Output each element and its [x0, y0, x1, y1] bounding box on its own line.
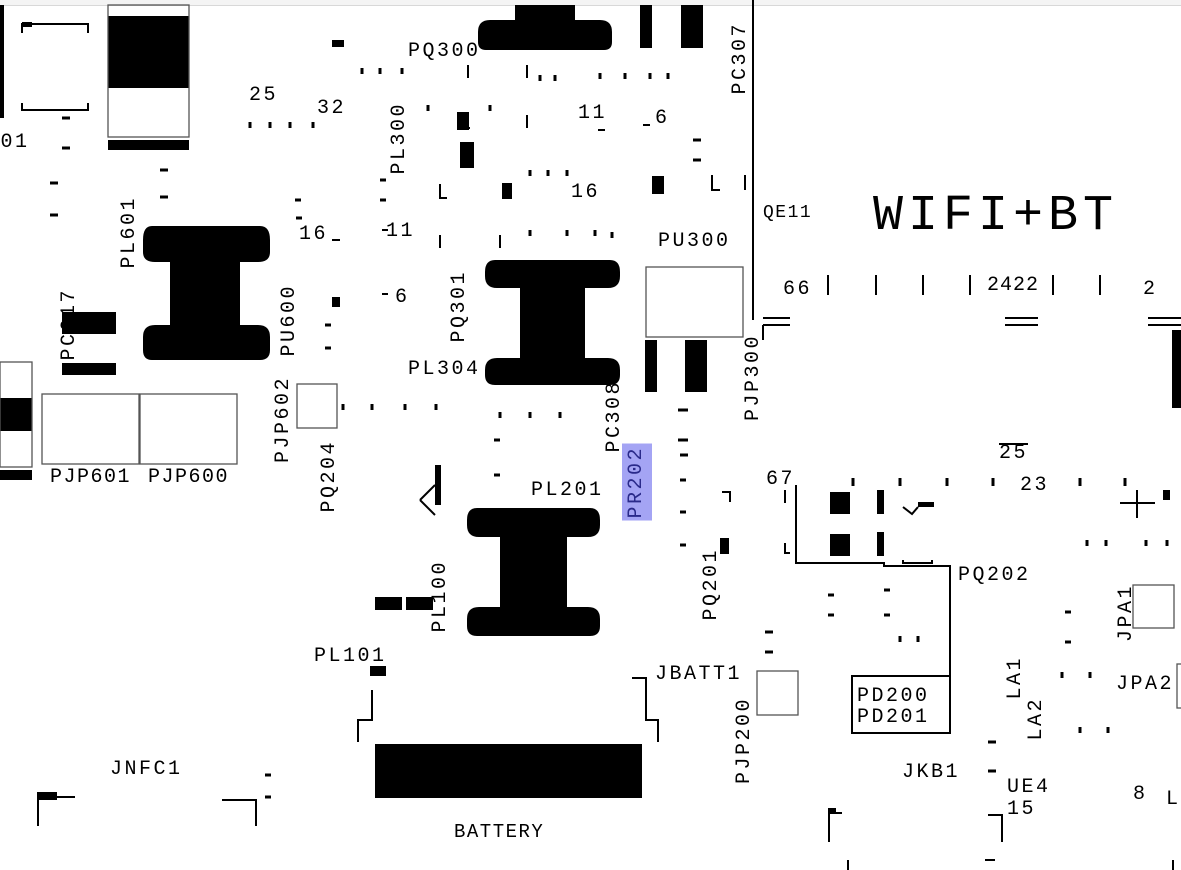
pin-label: 25	[249, 84, 279, 107]
pin-label: 15	[1007, 798, 1037, 821]
pin-label: 11	[578, 102, 608, 125]
label-pl300[interactable]: PL300	[388, 102, 411, 175]
label-pl201[interactable]: PL201	[531, 479, 604, 502]
pin-label: 16	[299, 223, 329, 246]
pl601-inductor	[143, 226, 270, 360]
label-pjp602[interactable]: PJP602	[272, 376, 295, 464]
pin-label: 6	[395, 286, 410, 309]
label-pjp600[interactable]: PJP600	[148, 466, 230, 489]
pin-label: 6	[655, 107, 670, 130]
jpa2-pad	[1176, 663, 1181, 709]
label-pjp300[interactable]: PJP300	[742, 334, 765, 422]
label-jpa2[interactable]: JPA2	[1116, 673, 1175, 696]
smd-ticks	[50, 68, 1169, 799]
component-outline	[107, 4, 190, 138]
label-l[interactable]: L	[1166, 788, 1181, 811]
label-pq201[interactable]: PQ201	[700, 548, 723, 621]
label-pl100[interactable]: PL100	[429, 560, 452, 633]
pu300-pad	[645, 266, 744, 338]
pjp602-pad	[296, 383, 338, 429]
label-pl101[interactable]: PL101	[314, 645, 387, 668]
label-pu600[interactable]: PU600	[278, 284, 301, 357]
pin-label: 32	[317, 97, 347, 120]
pin-label: 2	[1143, 278, 1158, 301]
label-pq301[interactable]: PQ301	[448, 270, 471, 343]
jpa1-pad	[1132, 584, 1175, 629]
label-pq204[interactable]: PQ204	[318, 440, 341, 513]
pjp600-pad	[139, 393, 238, 465]
label-pd201[interactable]: PD201	[857, 706, 930, 729]
pd200-box	[851, 675, 951, 734]
pin-label: 11	[386, 220, 416, 243]
label-qe11[interactable]: QE11	[763, 203, 813, 223]
component-pad	[108, 16, 189, 88]
label-pd200[interactable]: PD200	[857, 685, 930, 708]
wifi-bt-label: WIFI+BT	[873, 188, 1119, 245]
label-pjp200[interactable]: PJP200	[733, 697, 756, 785]
pjp200-pad	[756, 670, 799, 716]
board-edge	[0, 5, 4, 118]
pin-label: 2422	[987, 274, 1040, 297]
label-pc308[interactable]: PC308	[603, 380, 626, 453]
label-ue4[interactable]: UE4	[1007, 776, 1051, 799]
pin-label: 23	[1020, 474, 1050, 497]
pq202-outline	[795, 485, 951, 676]
label-pl304[interactable]: PL304	[408, 358, 481, 381]
pin-label: 67	[766, 468, 796, 491]
label-pc617[interactable]: PC617	[58, 288, 81, 361]
pl304-inductor	[485, 260, 620, 385]
pin-label: 16	[571, 181, 601, 204]
label-jkb1[interactable]: JKB1	[902, 761, 961, 784]
label-pc307[interactable]: PC307	[729, 22, 752, 95]
label-battery[interactable]: BATTERY	[454, 821, 545, 843]
pin-label: 66	[783, 278, 813, 301]
label-pq202[interactable]: PQ202	[958, 564, 1031, 587]
label-jpa1[interactable]: JPA1	[1115, 584, 1138, 643]
pin-label: 8	[1133, 783, 1148, 806]
label-pl601[interactable]: PL601	[118, 196, 141, 269]
label-jnfc1[interactable]: JNFC1	[110, 758, 183, 781]
label-pq300[interactable]: PQ300	[408, 40, 481, 63]
pl201-inductor	[467, 508, 600, 636]
label-la2[interactable]: LA2	[1025, 697, 1048, 741]
label-pjp601[interactable]: PJP601	[50, 466, 132, 489]
pin-label: 25	[999, 442, 1029, 465]
pq300-body	[478, 5, 612, 50]
label-701[interactable]: 701	[0, 131, 30, 154]
label-la1[interactable]: LA1	[1004, 656, 1027, 700]
label-jbatt1[interactable]: JBATT1	[655, 663, 743, 686]
label-pu300[interactable]: PU300	[658, 230, 731, 253]
label-pr202-selected[interactable]: PR202	[622, 444, 652, 521]
battery-connector	[375, 744, 642, 798]
toolbar-strip	[0, 0, 1181, 6]
pjp601-pad	[41, 393, 140, 465]
